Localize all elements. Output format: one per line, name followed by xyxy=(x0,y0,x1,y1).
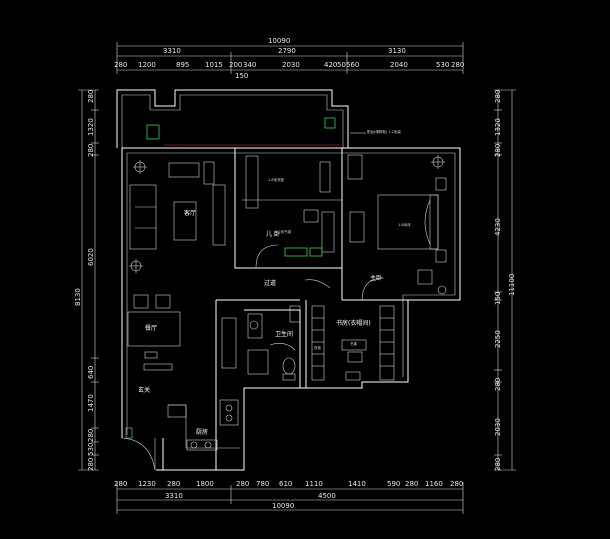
balcony-note: 阳台(储物柜) 1.2米高 xyxy=(367,129,401,134)
dining-area: 餐厅 xyxy=(127,294,181,371)
outer-walls xyxy=(121,147,461,471)
room-label-living: 客厅 xyxy=(184,209,196,217)
top-small-dim-10: 560 xyxy=(346,61,359,69)
bottom-mid-dim-2: 4500 xyxy=(318,492,336,500)
bottom-small-dim-3: 280 xyxy=(167,480,180,488)
left-small-dim-6: 1470 xyxy=(87,394,95,412)
left-small-dim-5: 640 xyxy=(87,366,95,379)
bottom-dimensions: 280 1230 280 1800 280 780 610 1110 1410 … xyxy=(114,480,463,514)
left-small-dim-1: 280 xyxy=(87,90,95,103)
top-small-dim-11: 2040 xyxy=(390,61,408,69)
room-label-dining: 餐厅 xyxy=(145,324,157,332)
top-small-dim-6: 340 xyxy=(243,61,256,69)
top-small-dim-3: 895 xyxy=(176,61,189,69)
top-mid-dim-3: 3130 xyxy=(388,47,406,55)
top-dimensions: 10090 3310 2790 3130 280 1200 895 1015 2… xyxy=(114,37,464,80)
child-room-note-desk: 1.2米书桌 xyxy=(275,229,292,234)
right-small-dim-5: 150 xyxy=(494,292,502,305)
room-label-child-room: 儿 卧 xyxy=(266,230,280,238)
left-dimensions: 280 1320 280 6020 640 1470 280 530 280 8… xyxy=(74,90,99,471)
room-label-hall: 过道 xyxy=(264,279,276,287)
top-mid-dim-2: 2790 xyxy=(278,47,296,55)
room-label-bathroom: 卫生间 xyxy=(275,330,293,338)
bottom-small-dim-13: 280 xyxy=(450,480,463,488)
right-dimensions: 280 1320 280 4230 150 2250 280 2030 280 … xyxy=(494,90,516,471)
top-small-dim-5: 200 xyxy=(229,61,242,69)
entrance-area: 玄关 xyxy=(121,386,164,471)
top-small-dim-13: 280 xyxy=(451,61,464,69)
bathroom: 卫生间 xyxy=(221,309,301,388)
right-small-dim-8: 2030 xyxy=(494,418,502,436)
top-small-dim-1: 280 xyxy=(114,61,127,69)
bottom-mid-dim-1: 3310 xyxy=(165,492,183,500)
left-small-dim-3: 280 xyxy=(87,144,95,157)
study-desk-note: 书桌 xyxy=(350,341,358,346)
bottom-small-dim-9: 1410 xyxy=(348,480,366,488)
top-small-dim-9: 50 xyxy=(337,61,346,69)
right-small-dim-4: 4230 xyxy=(494,218,502,236)
study-wardrobe-note: 衣柜 xyxy=(314,345,322,350)
master-bedroom: 1.8米床 主卧 xyxy=(341,154,447,301)
bottom-small-dim-4: 1800 xyxy=(196,480,214,488)
child-room: 1.8米衣柜 1.2米书桌 儿 卧 xyxy=(234,148,343,269)
right-small-dim-1: 280 xyxy=(494,90,502,103)
left-small-dim-4: 6020 xyxy=(87,248,95,266)
left-total-dim: 8130 xyxy=(74,288,82,306)
room-label-kitchen: 厨房 xyxy=(196,428,208,436)
bottom-total-dim: 10090 xyxy=(272,502,294,510)
kitchen: 厨房 xyxy=(167,399,240,451)
bottom-small-dim-11: 280 xyxy=(405,480,418,488)
top-small-dim-7: 2030 xyxy=(282,61,300,69)
bottom-small-dim-6: 780 xyxy=(256,480,269,488)
bottom-small-dim-1: 280 xyxy=(114,480,127,488)
right-small-dim-6: 2250 xyxy=(494,330,502,348)
right-small-dim-9: 280 xyxy=(494,458,502,471)
balcony: 阳台(储物柜) 1.2米高 xyxy=(116,89,401,148)
bottom-small-dim-2: 1230 xyxy=(138,480,156,488)
bottom-small-dim-8: 1110 xyxy=(305,480,323,488)
master-bed-note: 1.8米床 xyxy=(398,222,411,227)
top-mid-dim-1: 3310 xyxy=(163,47,181,55)
room-label-master: 主卧 xyxy=(370,274,382,282)
left-small-dim-2: 1320 xyxy=(87,118,95,136)
top-small-dim-8: 420 xyxy=(324,61,337,69)
top-sub-dim: 150 xyxy=(235,72,248,80)
top-total-dim: 10090 xyxy=(268,37,290,45)
left-small-dim-7: 280 xyxy=(87,429,95,442)
left-small-dim-9: 280 xyxy=(87,458,95,471)
child-room-note-wardrobe: 1.8米衣柜 xyxy=(268,177,285,182)
study-room: 书房(衣帽间) 书桌 衣柜 xyxy=(305,300,395,388)
room-label-entrance: 玄关 xyxy=(138,386,150,394)
right-small-dim-3: 280 xyxy=(494,144,502,157)
living-room: 客厅 xyxy=(129,160,226,273)
bottom-small-dim-7: 610 xyxy=(279,480,292,488)
left-small-dim-8: 530 xyxy=(87,443,95,456)
top-small-dim-12: 530 xyxy=(436,61,449,69)
bottom-small-dim-12: 1160 xyxy=(425,480,443,488)
right-small-dim-2: 1320 xyxy=(494,118,502,136)
room-label-study: 书房(衣帽间) xyxy=(336,319,371,327)
top-small-dim-2: 1200 xyxy=(138,61,156,69)
right-small-dim-7: 280 xyxy=(494,378,502,391)
right-total-dim: 11100 xyxy=(508,274,516,296)
bottom-small-dim-5: 280 xyxy=(236,480,249,488)
bottom-small-dim-10: 590 xyxy=(387,480,400,488)
top-small-dim-4: 1015 xyxy=(205,61,223,69)
